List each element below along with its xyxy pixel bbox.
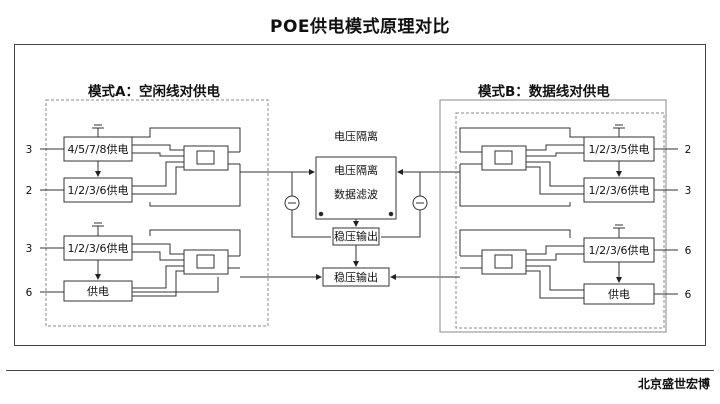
mode-b-box-4-label: 供电 bbox=[608, 287, 630, 301]
center-regulator-2 bbox=[322, 267, 390, 287]
center-box-line-1: 电压隔离 bbox=[334, 163, 378, 177]
center-regulator-2-label: 稳压输出 bbox=[334, 270, 378, 284]
mode-a-pin-3: 3 bbox=[26, 243, 33, 255]
mode-a-pin-2: 2 bbox=[26, 185, 33, 197]
center-isolation-box bbox=[315, 156, 397, 220]
mode-a-pin-4: 6 bbox=[26, 287, 33, 299]
mode-b-box-2 bbox=[583, 177, 655, 203]
page-title: POE供电模式原理对比 bbox=[269, 17, 451, 37]
footer-divider bbox=[6, 370, 714, 371]
mode-a-box-1-label: 4/5/7/8供电 bbox=[67, 142, 128, 156]
mode-b-box-2-label: 1/2/3/6供电 bbox=[588, 183, 649, 197]
mode-b-pin-4: 6 bbox=[685, 289, 692, 301]
mode-b-chip-2 bbox=[481, 249, 527, 275]
mode-a-box-2-label: 1/2/3/6供电 bbox=[67, 183, 128, 197]
center-block bbox=[132, 156, 460, 293]
center-regulator-1-label: 稳压输出 bbox=[334, 229, 378, 243]
center-box-line-2: 数据滤波 bbox=[334, 187, 378, 201]
mode-b-pin-1: 2 bbox=[685, 144, 692, 156]
mode-a-chip-2 bbox=[183, 249, 229, 275]
mode-a-box-2 bbox=[63, 177, 133, 203]
mode-b-box-3-label: 1/2/3/6供电 bbox=[588, 243, 649, 257]
mode-b-box-1 bbox=[583, 136, 655, 162]
mode-b-title: 模式B：数据线对供电 bbox=[478, 84, 610, 100]
mode-b-pin-2: 3 bbox=[685, 185, 692, 197]
mode-b-box-3 bbox=[583, 237, 655, 263]
diagram-frame bbox=[14, 44, 706, 346]
brand-label: 北京盛世宏博 bbox=[637, 377, 710, 391]
mode-b-box-1-label: 1/2/3/5供电 bbox=[588, 142, 649, 156]
mode-a-box-4-label: 供电 bbox=[87, 284, 109, 298]
mode-a-pin-1: 3 bbox=[26, 144, 33, 156]
mode-a-panel bbox=[40, 99, 269, 327]
mode-b-chip-1 bbox=[481, 145, 527, 171]
mode-b-panel bbox=[439, 99, 678, 333]
mode-a-box-3-label: 1/2/3/6供电 bbox=[67, 241, 128, 255]
mode-a-title: 模式A：空闲线对供电 bbox=[88, 84, 220, 100]
mode-b-pin-3: 6 bbox=[685, 245, 692, 257]
mode-a-chip-1 bbox=[183, 145, 229, 171]
center-top-label: 电压隔离 bbox=[334, 129, 378, 143]
mode-a-box-4 bbox=[63, 280, 133, 302]
